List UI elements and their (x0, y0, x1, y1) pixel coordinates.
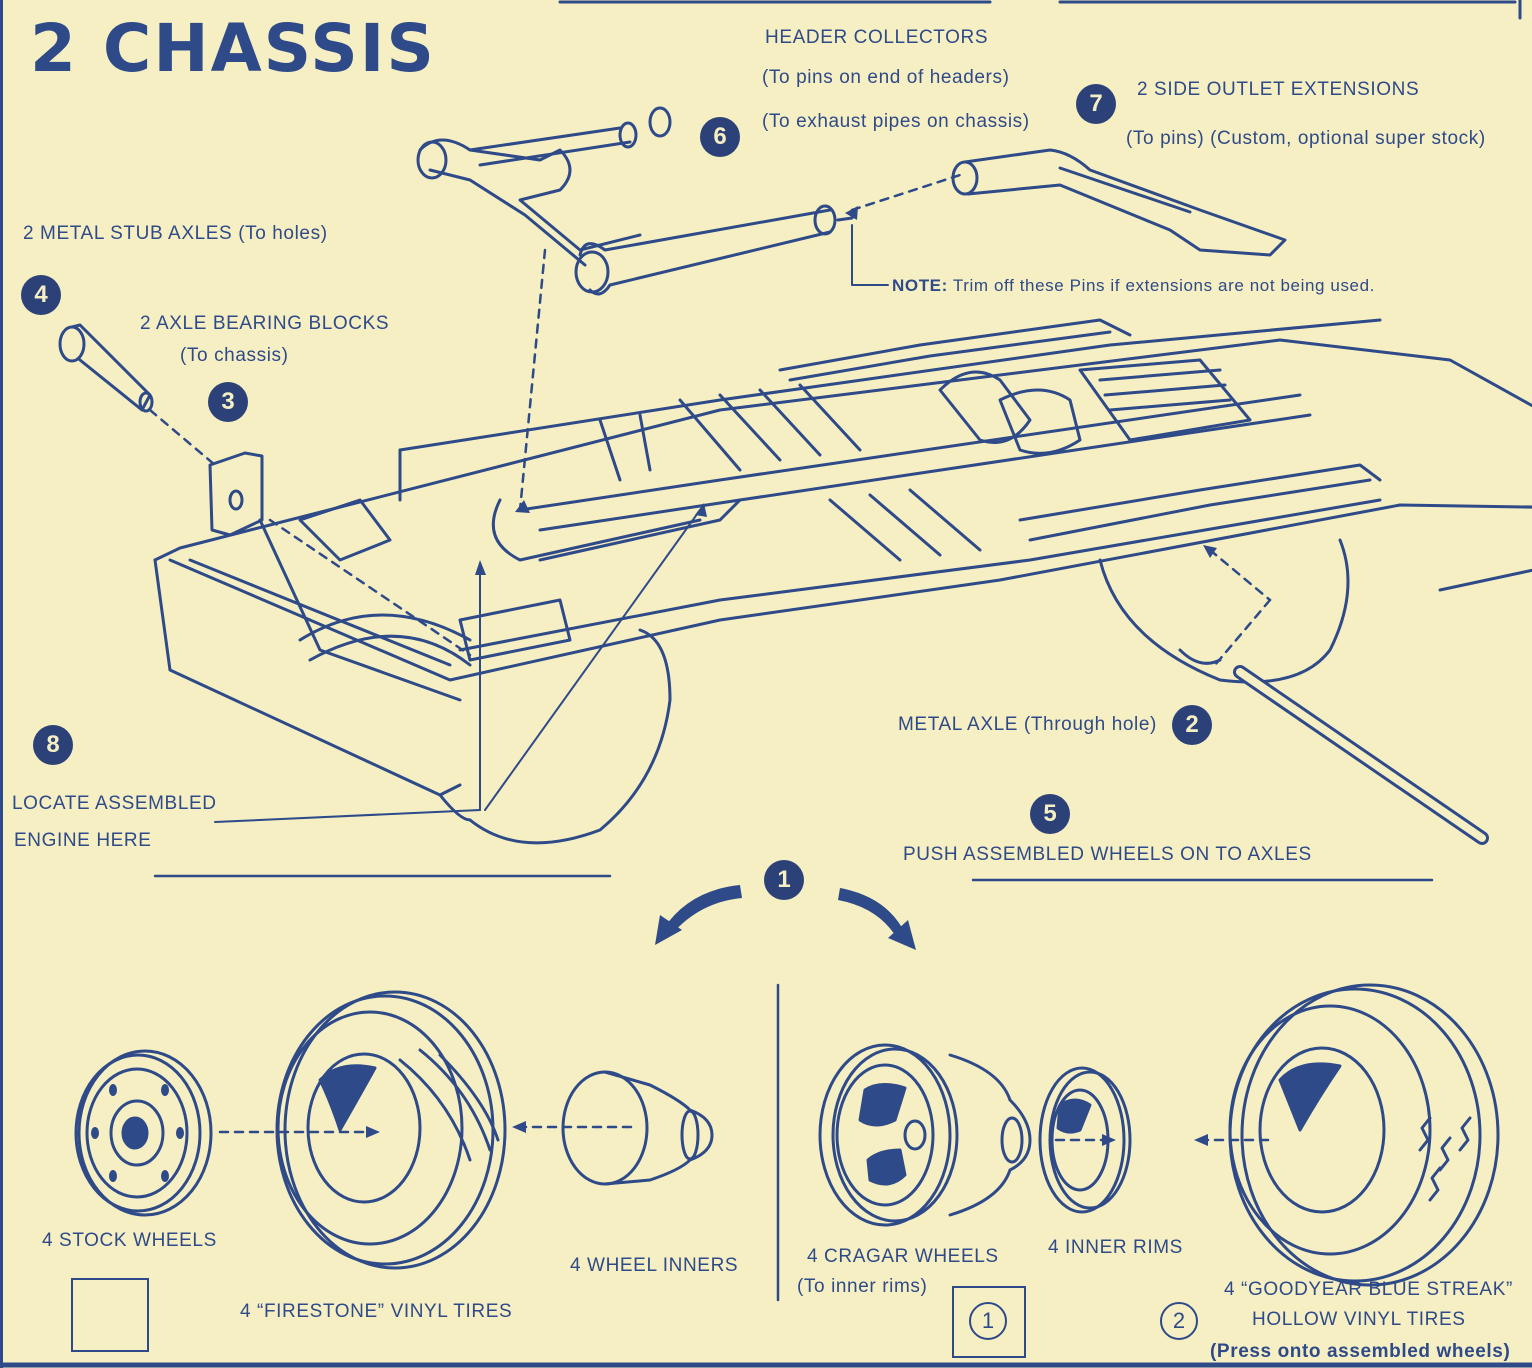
header-collector-illustration (416, 106, 854, 296)
option-1-checkbox[interactable]: 1 (952, 1286, 1026, 1358)
step-6-badge: 6 (700, 117, 740, 157)
wheel-inner-illustration (561, 1070, 714, 1186)
note-label: NOTE: (892, 276, 948, 295)
cragar-wheels-label: 4 CRAGAR WHEELS (807, 1246, 999, 1267)
step-2-badge: 2 (1172, 705, 1212, 745)
goodyear-tire-illustration (1228, 983, 1500, 1287)
push-wheels-label: PUSH ASSEMBLED WHEELS ON TO AXLES (903, 844, 1312, 865)
side-outlet-extension-illustration (951, 148, 1287, 257)
note-line: NOTE: Trim off these Pins if extensions … (892, 277, 1375, 294)
step-5-badge: 5 (1030, 794, 1070, 834)
side-outlet-label: 2 SIDE OUTLET EXTENSIONS (1137, 79, 1420, 100)
locate-engine-label-line2: ENGINE HERE (14, 830, 152, 851)
header-pins-label: (To pins on end of headers) (762, 67, 1010, 88)
header-exhaust-label: (To exhaust pipes on chassis) (762, 111, 1030, 132)
stub-axles-label: 2 METAL STUB AXLES (To holes) (23, 223, 328, 244)
option-2-marker: 2 (1160, 1302, 1198, 1340)
stock-wheels-label: 4 STOCK WHEELS (42, 1230, 217, 1251)
wheel-inners-label: 4 WHEEL INNERS (570, 1255, 739, 1276)
stub-axle-and-bearing-illustration (58, 323, 264, 537)
step-7-badge: 7 (1076, 84, 1116, 124)
inner-rims-label: 4 INNER RIMS (1048, 1237, 1183, 1258)
metal-axle-illustration (1233, 665, 1489, 845)
bearing-blocks-label: 2 AXLE BEARING BLOCKS (140, 313, 390, 334)
firestone-tires-label: 4 “FIRESTONE” VINYL TIRES (240, 1301, 513, 1322)
page-title: 2 CHASSIS (30, 10, 436, 87)
header-collectors-label: HEADER COLLECTORS (765, 27, 989, 48)
metal-axle-label: METAL AXLE (Through hole) (898, 714, 1157, 735)
firestone-tire-illustration (275, 990, 507, 1270)
goodyear-label-line3: (Press onto assembled wheels) (1210, 1341, 1511, 1362)
step-3-badge: 3 (208, 382, 248, 422)
cragar-wheel-illustration (818, 1043, 1032, 1227)
goodyear-label-line1: 4 “GOODYEAR BLUE STREAK” (1224, 1279, 1513, 1300)
step-8-badge: 8 (33, 725, 73, 765)
locate-engine-label-line1: LOCATE ASSEMBLED (12, 793, 217, 814)
note-text: Trim off these Pins if extensions are no… (952, 276, 1375, 295)
cragar-wheels-sub-label: (To inner rims) (797, 1276, 928, 1297)
side-outlet-sub-label: (To pins) (Custom, optional super stock) (1126, 128, 1486, 149)
step-1-badge: 1 (764, 860, 804, 900)
step-4-badge: 4 (21, 275, 61, 315)
goodyear-label-line2: HOLLOW VINYL TIRES (1252, 1309, 1466, 1330)
inner-rim-illustration (1038, 1066, 1132, 1214)
bearing-blocks-sub-label: (To chassis) (180, 345, 289, 366)
stock-wheel-illustration (74, 1049, 213, 1217)
chassis-frame-illustration (153, 318, 1532, 845)
option-1-marker: 1 (969, 1302, 1007, 1340)
stock-option-checkbox[interactable] (71, 1278, 149, 1352)
